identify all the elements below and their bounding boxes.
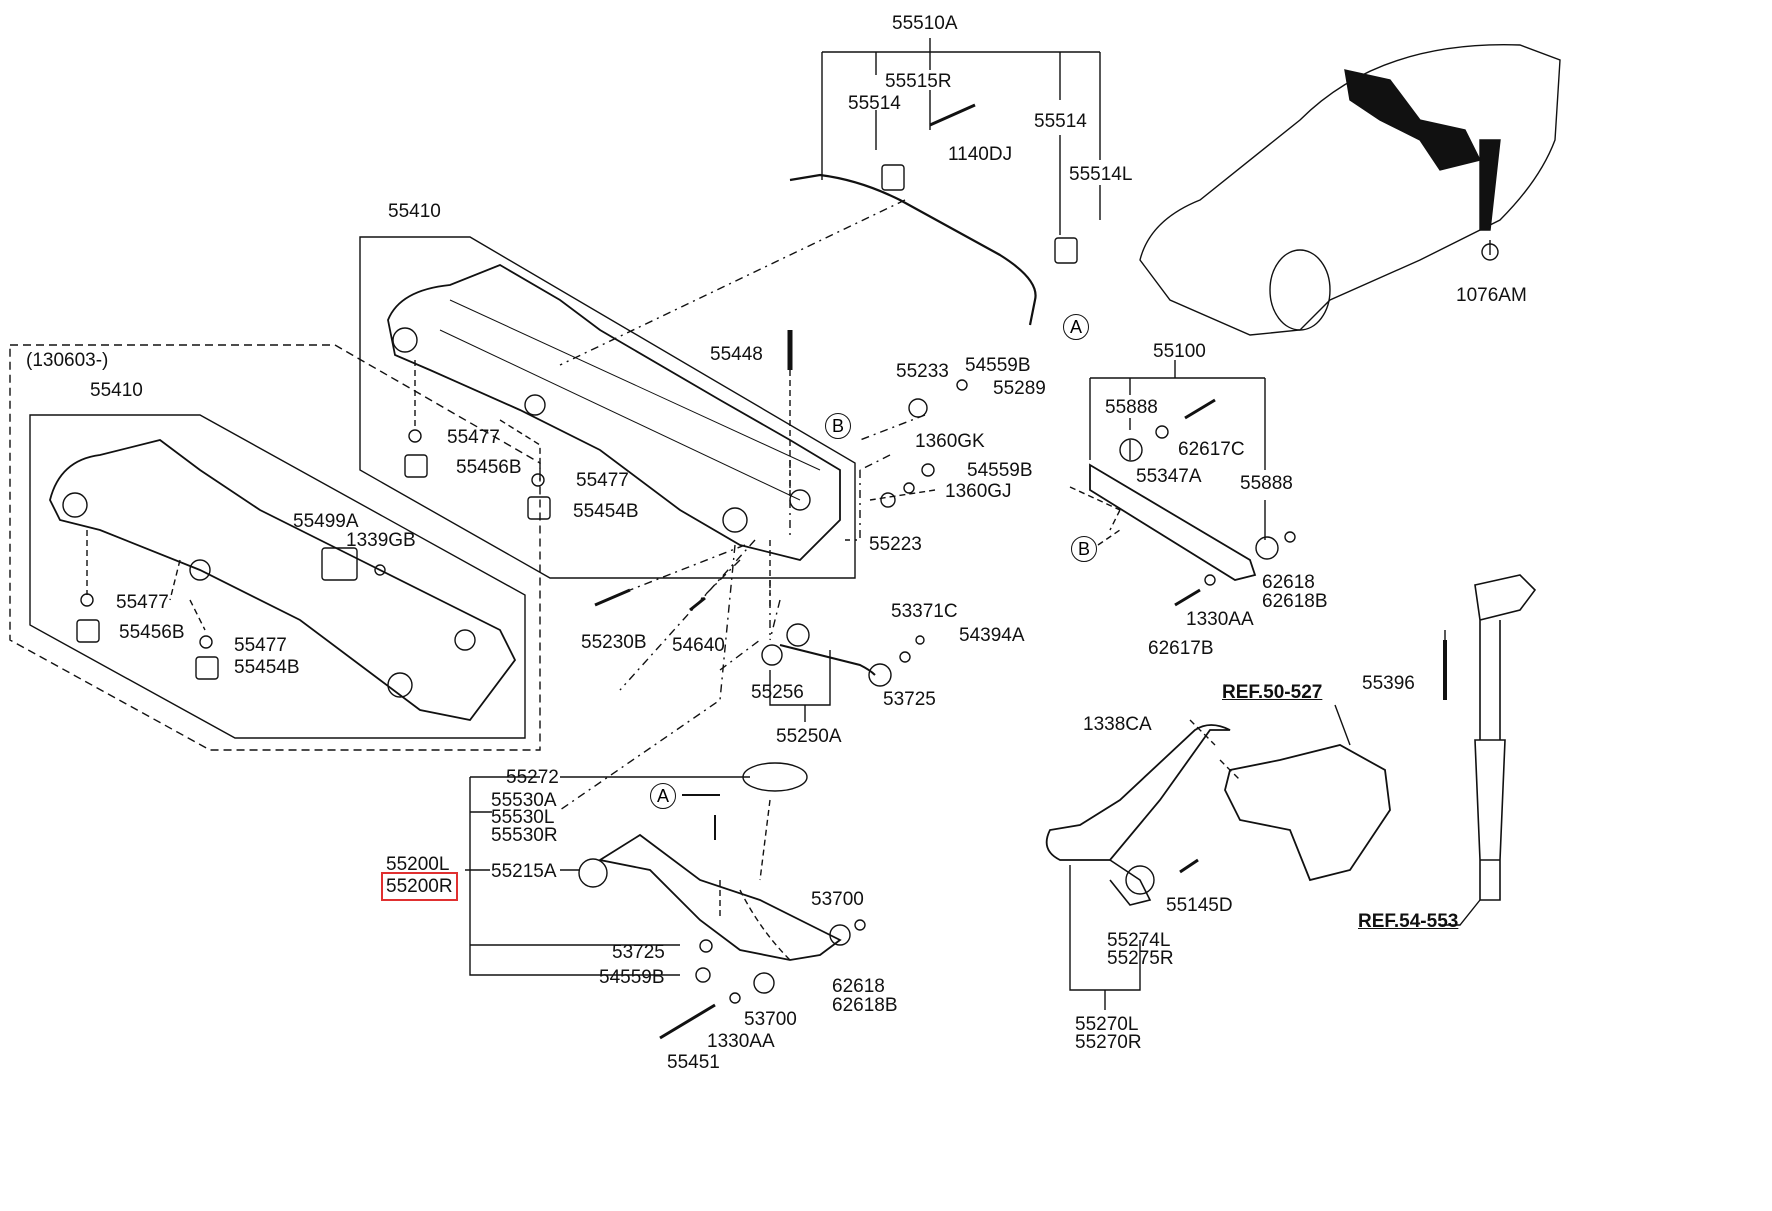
part-label: 55275R [1107,948,1174,969]
knuckle [1224,744,1391,882]
part-label: 55477 [234,635,287,656]
part-label: 62618 [832,976,885,997]
part-label: 55888 [1105,397,1158,418]
part-label: 55514 [1034,111,1087,132]
part-label: 62618 [1262,572,1315,593]
part-label: 1330AA [707,1031,775,1052]
part-label: 55515R [885,71,952,92]
part-label-highlighted: 55200R [381,872,458,901]
part-label: 55274L [1107,930,1171,951]
part-label: 55223 [869,534,922,555]
part-label: 55514L [1069,164,1133,185]
part-label: 1076AM [1456,285,1527,306]
part-label: 55456B [456,457,522,478]
crossmember-top [387,264,841,561]
part-label: 55454B [234,657,300,678]
part-label: 55272 [506,767,559,788]
part-label: 55410 [388,201,441,222]
reference-label: REF.54-553 [1358,911,1459,932]
part-label: 55477 [116,592,169,613]
part-label: 55270R [1075,1032,1142,1053]
part-label: 55530A [491,790,557,811]
part-label: 55396 [1362,673,1415,694]
part-label: 54559B [967,460,1033,481]
part-label: 55347A [1136,466,1202,487]
part-label: 53725 [612,942,665,963]
part-label: 54559B [965,355,1031,376]
part-label: 55410 [90,380,143,401]
part-label: 55230B [581,632,647,653]
part-label: 1140DJ [948,144,1013,165]
part-label: 54394A [959,625,1025,646]
trailing-arm [1089,463,1257,581]
part-label: 55448 [710,344,763,365]
part-label: 55145D [1166,895,1233,916]
part-label: 55477 [576,470,629,491]
part-label: 53371C [891,601,958,622]
part-label: 55233 [896,361,949,382]
crossmember-left-frame [29,414,526,739]
lower-trailing-arm [1045,724,1231,861]
part-label: 62618B [832,995,898,1016]
part-label: 55270L [1075,1014,1139,1035]
part-label: 55456B [119,622,185,643]
crossmember-left [49,439,517,721]
callout-a-lower-arm: A [650,783,676,809]
part-label: 1339GB [346,530,416,551]
part-label: 1360GJ [945,481,1012,502]
part-label: 62617B [1148,638,1214,659]
shock-absorber [1474,574,1537,901]
callout-b-trailing-arm: B [1071,536,1097,562]
lower-control-arm [597,833,842,961]
part-label: 55510A [892,13,958,34]
part-label: 62618B [1262,591,1328,612]
crossmember-top-frame [359,236,856,579]
part-label: 55289 [993,378,1046,399]
part-label: 55888 [1240,473,1293,494]
part-label: 55514 [848,93,901,114]
part-label: 55200L [386,854,450,875]
part-label: 55477 [447,427,500,448]
part-label: 53725 [883,689,936,710]
part-label: 1338CA [1083,714,1152,735]
part-label: 55499A [293,511,359,532]
callout-a-stabilizer: A [1063,314,1089,340]
part-label: 53700 [744,1009,797,1030]
part-label: 55530R [491,825,558,846]
part-label: 55454B [573,501,639,522]
part-label: 53700 [811,889,864,910]
part-label: 62617C [1178,439,1245,460]
part-label: (130603-) [26,350,109,371]
part-label: 54559B [599,967,665,988]
part-label: 55215A [491,861,557,882]
part-label: 1330AA [1186,609,1254,630]
crossmember-variant-dashed-frame [9,344,541,751]
part-label: 55250A [776,726,842,747]
part-label: 55100 [1153,341,1206,362]
car-silhouette [1139,44,1561,336]
reference-label: REF.50-527 [1222,682,1323,703]
stabilizer-bar [789,173,1037,326]
part-label: 54640 [672,635,725,656]
part-label: 55530L [491,807,555,828]
part-label: 55451 [667,1052,720,1073]
part-label: 1360GK [915,431,985,452]
callout-b-crossmember: B [825,413,851,439]
part-label: 55256 [751,682,804,703]
